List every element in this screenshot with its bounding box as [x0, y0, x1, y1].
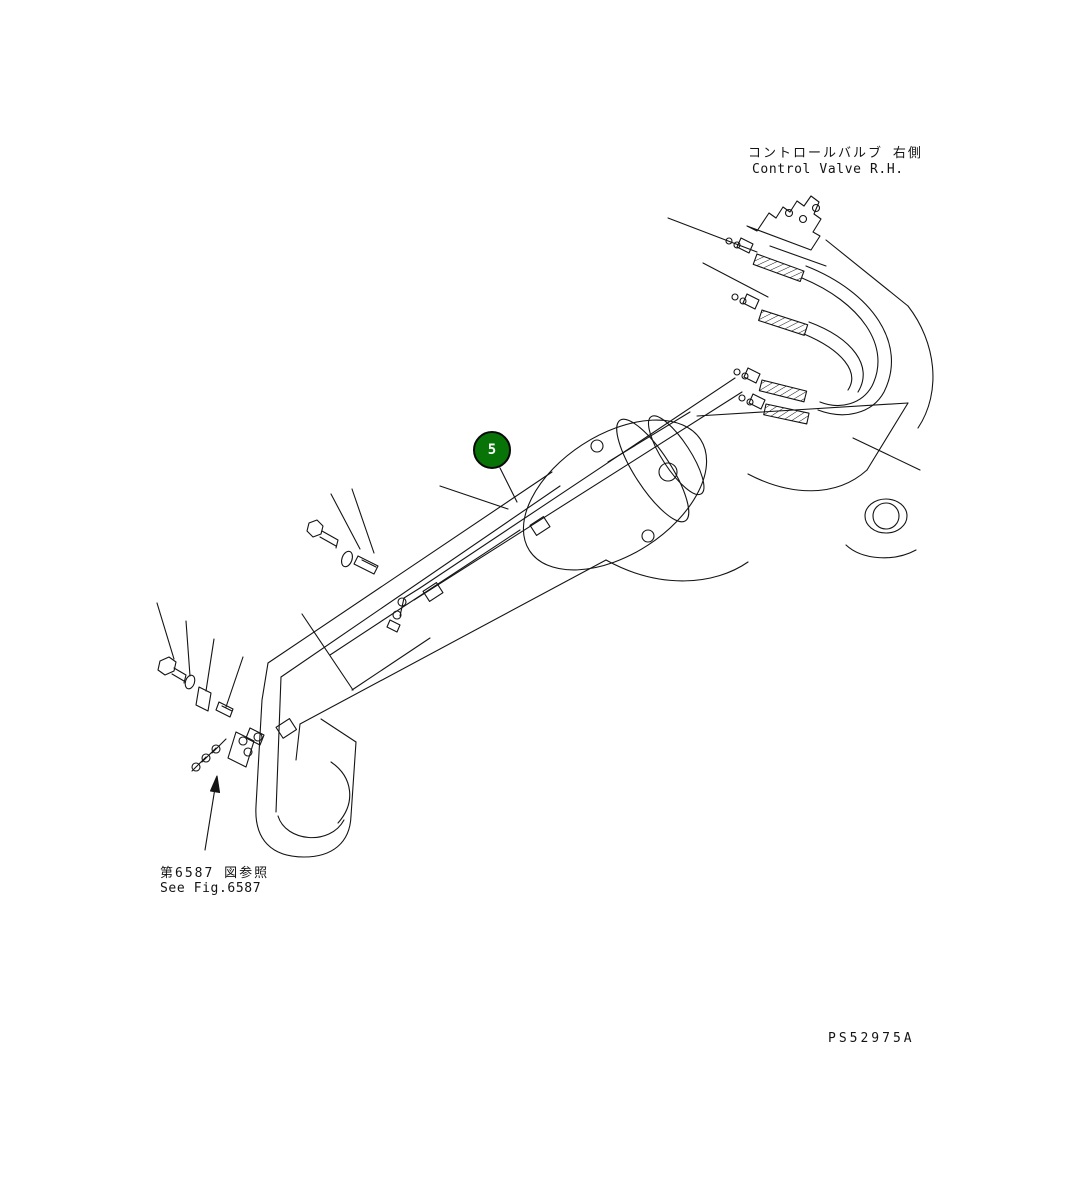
see-fig-label-jp: 第6587 図参照: [160, 866, 270, 881]
see-fig-label-en: See Fig.6587: [160, 881, 262, 896]
boom-drawing: [245, 402, 921, 858]
control-valve-drawing: [667, 195, 934, 429]
hose-drawing: [386, 237, 893, 633]
callout-leader-lines: [439, 467, 518, 510]
callout-circle[interactable]: 5: [473, 431, 511, 469]
fastener-drawing-upper: [301, 488, 379, 691]
control-valve-label-en: Control Valve R.H.: [752, 162, 904, 177]
callout-number: 5: [487, 442, 497, 458]
drawing-number: PS52975A: [828, 1031, 915, 1046]
fastener-drawing-lower: [156, 602, 255, 772]
see-fig-arrow: [204, 775, 221, 851]
control-valve-label-jp: コントロールバルブ 右側: [748, 146, 923, 161]
